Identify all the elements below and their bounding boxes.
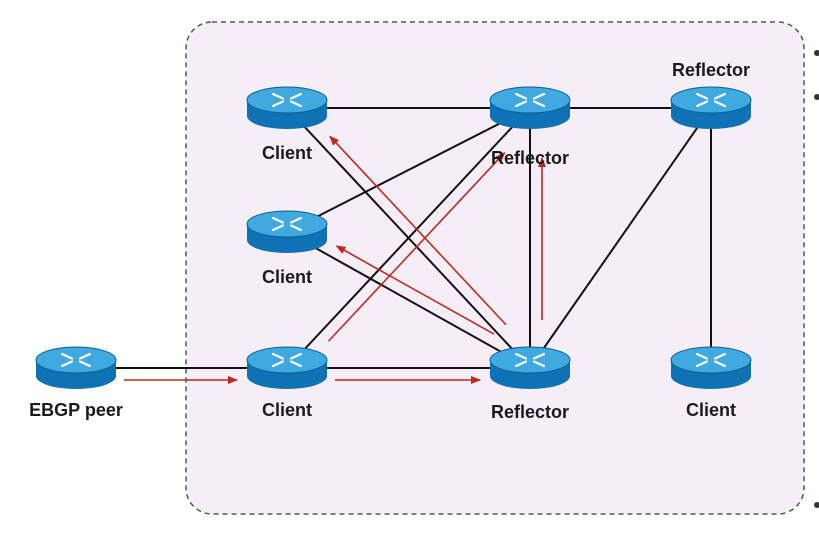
- router-top: [489, 346, 571, 374]
- route-propagation-arrows: [124, 135, 546, 384]
- router-c3: Client: [246, 346, 328, 420]
- router-arrows-icon: [514, 352, 546, 368]
- router-top: [670, 86, 752, 114]
- router-label: Reflector: [491, 148, 569, 168]
- router-label: Client: [262, 400, 312, 420]
- arrow-r3-to-c1: [329, 135, 507, 326]
- edge-bullet-1: [814, 50, 819, 56]
- edge-bullet-3: [814, 502, 819, 508]
- router-arrows-icon: [514, 92, 546, 108]
- arrow-c3-to-r1: [327, 151, 506, 342]
- router-top: [489, 86, 571, 114]
- link-c2-r3: [286, 231, 531, 369]
- router-top: [35, 346, 117, 374]
- router-label: Reflector: [672, 60, 750, 80]
- arrow-r3-to-c2: [335, 245, 495, 335]
- router-ebgp: EBGP peer: [29, 346, 123, 420]
- router-top: [246, 346, 328, 374]
- router-top: [246, 210, 328, 238]
- router-arrows-icon: [695, 352, 727, 368]
- router-label: Client: [262, 267, 312, 287]
- router-c4: Client: [670, 346, 752, 420]
- router-label: Client: [686, 400, 736, 420]
- router-arrows-icon: [60, 352, 92, 368]
- router-arrows-icon: [271, 352, 303, 368]
- route-reflector-cluster-boundary: [185, 21, 805, 515]
- router-c2: Client: [246, 210, 328, 287]
- link-c2-r1: [286, 107, 531, 233]
- link-c3-r1: [286, 107, 531, 369]
- router-arrows-icon: [271, 92, 303, 108]
- router-top: [670, 346, 752, 374]
- router-top: [246, 86, 328, 114]
- link-r2-r3: [529, 107, 712, 369]
- router-c1: Client: [246, 86, 328, 163]
- router-r3: Reflector: [489, 346, 571, 422]
- router-r1: Reflector: [489, 86, 571, 168]
- router-label: EBGP peer: [29, 400, 123, 420]
- router-label: Reflector: [491, 402, 569, 422]
- router-arrows-icon: [271, 216, 303, 232]
- edge-bullet-2: [814, 94, 819, 100]
- router-r2: Reflector: [670, 60, 752, 129]
- routers: EBGP peerClientClientClientReflectorRefl…: [29, 60, 752, 422]
- session-links: [76, 107, 712, 369]
- router-label: Client: [262, 143, 312, 163]
- router-arrows-icon: [695, 92, 727, 108]
